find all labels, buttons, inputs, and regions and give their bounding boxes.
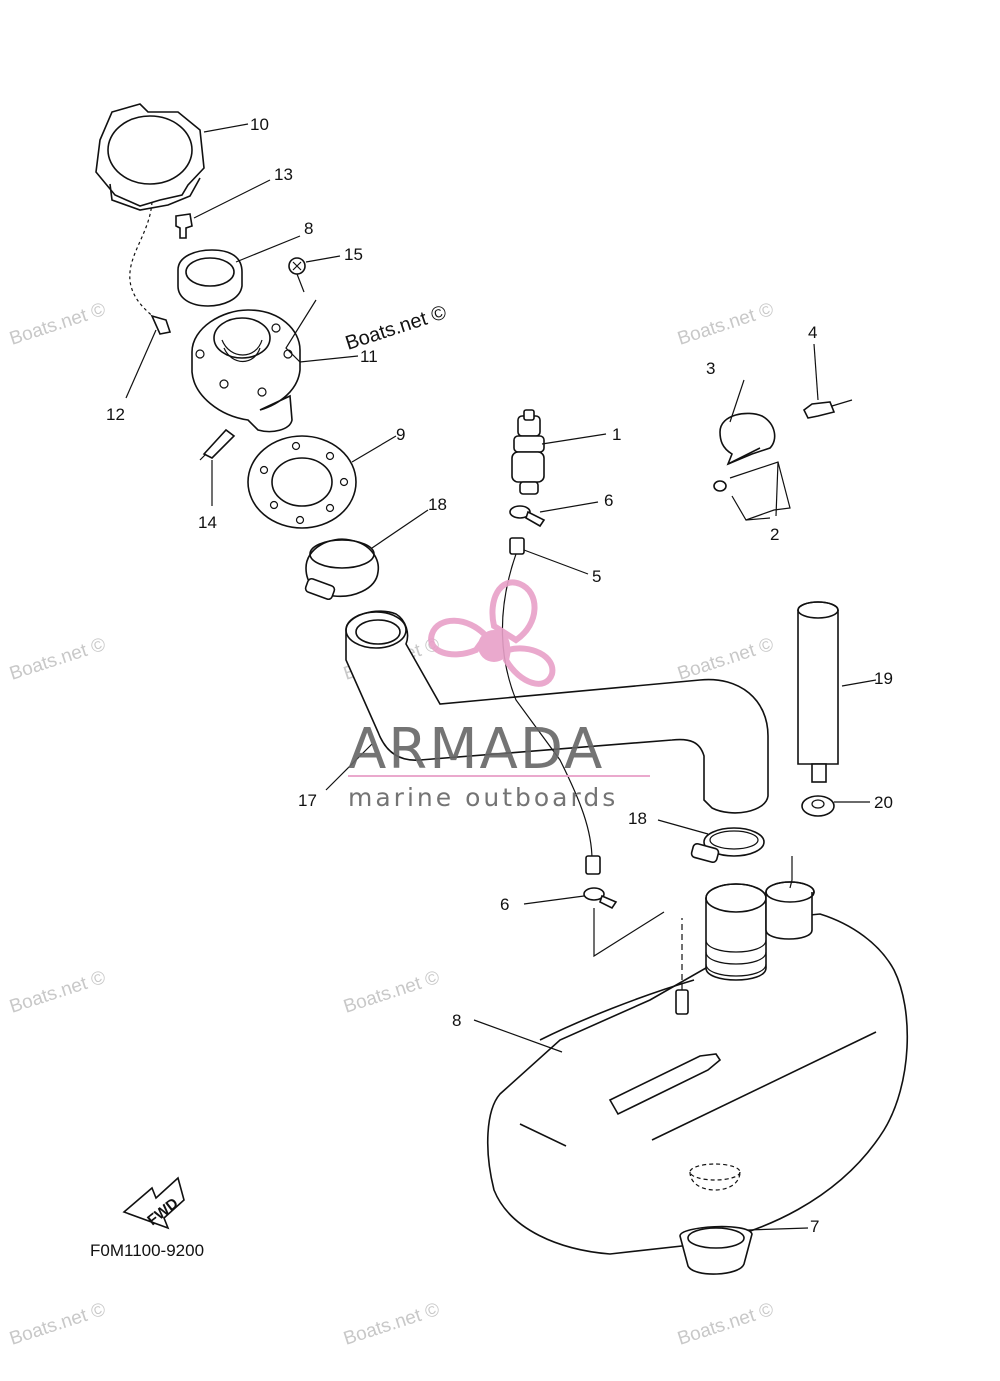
part-14-screw[interactable] (175, 213, 193, 239)
armada-watermark: ARMADA marine outboards (348, 579, 650, 812)
propeller-logo-icon (428, 579, 556, 687)
watermark-text: Boats.net © (675, 299, 776, 350)
watermark-text: Boats.net © (7, 299, 108, 350)
label-14[interactable]: 13 (274, 165, 293, 184)
part-9-seal[interactable] (177, 249, 243, 307)
label-6-upper[interactable]: 6 (604, 491, 613, 510)
watermark-text-dark: Boats.net © (343, 301, 450, 354)
label-6-lower[interactable]: 6 (500, 895, 509, 914)
part-7-cap[interactable] (679, 1225, 753, 1275)
label-7[interactable]: 7 (810, 1217, 819, 1236)
label-4[interactable]: 4 (808, 323, 817, 342)
brand-name: ARMADA (348, 717, 604, 782)
leader-lines (125, 123, 877, 1231)
brand-tagline: marine outboards (348, 783, 618, 812)
label-18-upper[interactable]: 18 (428, 495, 447, 514)
label-15[interactable]: 14 (198, 513, 217, 532)
label-16[interactable]: 15 (344, 245, 363, 264)
label-5[interactable]: 5 (592, 567, 601, 586)
label-20[interactable]: 20 (874, 793, 893, 812)
label-17[interactable]: 17 (298, 791, 317, 810)
part-20-grommet[interactable] (801, 795, 835, 817)
label-2[interactable]: 2 (770, 525, 779, 544)
part-6-clip-upper[interactable] (509, 505, 546, 528)
label-8[interactable]: 8 (452, 1011, 461, 1030)
part-labels: 10 13 8 15 11 12 9 14 18 1 6 5 3 4 2 19 … (106, 115, 893, 1236)
part-10-gasket[interactable] (247, 435, 357, 529)
part-19-pipe[interactable] (797, 601, 839, 783)
figure-code: F0M1100-9200 (90, 1241, 204, 1260)
part-12-filler-neck[interactable] (191, 309, 301, 433)
part-18-clamp-upper[interactable] (304, 538, 380, 601)
part-16-screw[interactable] (288, 257, 306, 293)
watermark-text: Boats.net © (7, 1299, 108, 1350)
part-11-fuel-cap[interactable] (95, 103, 205, 211)
watermark-text: Boats.net © (341, 967, 442, 1018)
part-4-rivet[interactable] (802, 399, 853, 419)
part-5-vent-tube[interactable] (501, 537, 601, 875)
watermark-text: Boats.net © (341, 1299, 442, 1350)
tank-vent-nipple (675, 918, 689, 1015)
part-15-rivet[interactable] (199, 428, 236, 461)
part-18-clamp-lower[interactable] (690, 827, 765, 864)
part-17-hose[interactable] (345, 610, 769, 814)
label-10[interactable]: 9 (396, 425, 405, 444)
watermark-text: Boats.net © (7, 967, 108, 1018)
label-11[interactable]: 10 (250, 115, 269, 134)
label-13[interactable]: 12 (106, 405, 125, 424)
label-3[interactable]: 3 (706, 359, 715, 378)
watermark-text: Boats.net © (7, 634, 108, 685)
watermark-text: Boats.net © (675, 634, 776, 685)
part-1-fitting[interactable] (511, 409, 545, 495)
part-2-bracket[interactable] (713, 461, 791, 521)
fwd-arrow-icon: FWD (122, 1176, 185, 1230)
part-6-clip-lower[interactable] (583, 887, 618, 910)
part-8-fuel-tank[interactable] (487, 913, 909, 1255)
label-12[interactable]: 11 (360, 347, 378, 366)
part-13-chain[interactable] (129, 201, 172, 335)
watermark-text: Boats.net © (675, 1299, 776, 1350)
label-1[interactable]: 1 (612, 425, 621, 444)
tank-filler-neck (705, 881, 815, 981)
part-3-strap[interactable] (719, 412, 776, 466)
label-18-lower[interactable]: 18 (628, 809, 647, 828)
label-19[interactable]: 19 (874, 669, 893, 688)
label-9[interactable]: 8 (304, 219, 313, 238)
